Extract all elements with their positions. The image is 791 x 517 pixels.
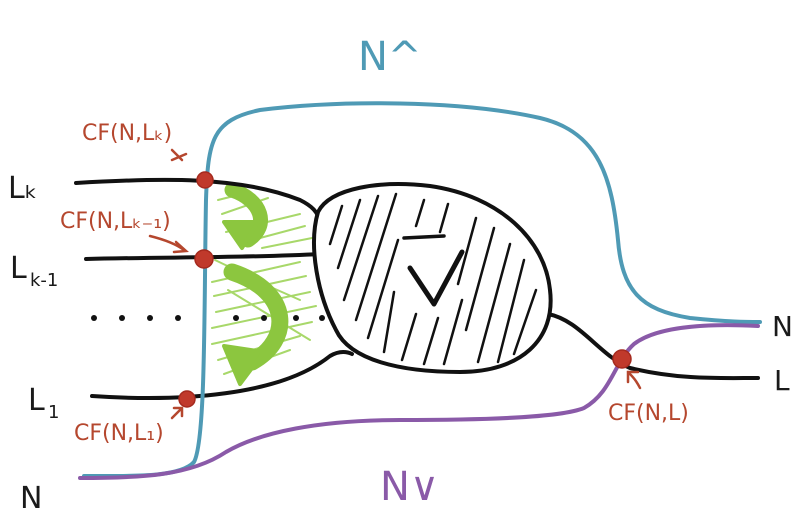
label-l1: L [28, 383, 45, 418]
black-strands [74, 177, 760, 400]
label-n-top: N^ [358, 34, 421, 80]
label-lk1-sub: k-1 [30, 270, 58, 291]
dot-l [612, 349, 632, 369]
red-annotations: CF(N,Lₖ) CF(N,Lₖ₋₁) CF(N,L₁) CF(N,L) [60, 121, 689, 446]
label-n-right: N [772, 310, 791, 343]
dot-l1 [178, 390, 196, 408]
v-bar [402, 234, 446, 240]
v-blob-hatching [328, 192, 538, 366]
pointer-lk [170, 148, 188, 162]
pointer-l [626, 370, 642, 390]
dots-row [91, 315, 325, 321]
strand-l-right [546, 312, 760, 381]
label-l-right: L [774, 364, 790, 397]
annotation-cf-lk1: CF(N,Lₖ₋₁) [60, 209, 171, 234]
green-arrows [222, 182, 289, 386]
pointer-lk1 [148, 234, 189, 254]
strand-l1 [90, 350, 354, 400]
label-lk1: L [10, 251, 27, 286]
dot-lk1 [194, 249, 214, 269]
v-blob-outline [312, 182, 553, 375]
label-n-left: N [20, 481, 42, 516]
purple-curve-n-bottom [78, 323, 760, 480]
annotation-cf-l: CF(N,L) [608, 401, 689, 426]
annotation-cf-l1: CF(N,L₁) [74, 421, 164, 446]
label-lk: Lₖ [8, 171, 38, 206]
blue-curve-n-top [82, 101, 762, 479]
v-blob [312, 182, 553, 375]
pointer-l1 [170, 406, 184, 420]
red-pointers [148, 148, 642, 420]
label-l1-sub: 1 [48, 402, 59, 423]
lower-green-arrowhead [222, 344, 266, 386]
v-symbol [407, 249, 465, 307]
annotation-cf-lk: CF(N,Lₖ) [82, 121, 172, 146]
upper-green-arrow [224, 182, 268, 248]
intersection-dots [178, 171, 632, 408]
label-n-bottom: N∨ [380, 464, 439, 510]
upper-green-arrowhead [222, 220, 260, 250]
black-labels: Lₖ L k-1 L 1 N N L [8, 171, 791, 516]
strand-lk [74, 177, 322, 224]
dot-lk [196, 171, 214, 189]
